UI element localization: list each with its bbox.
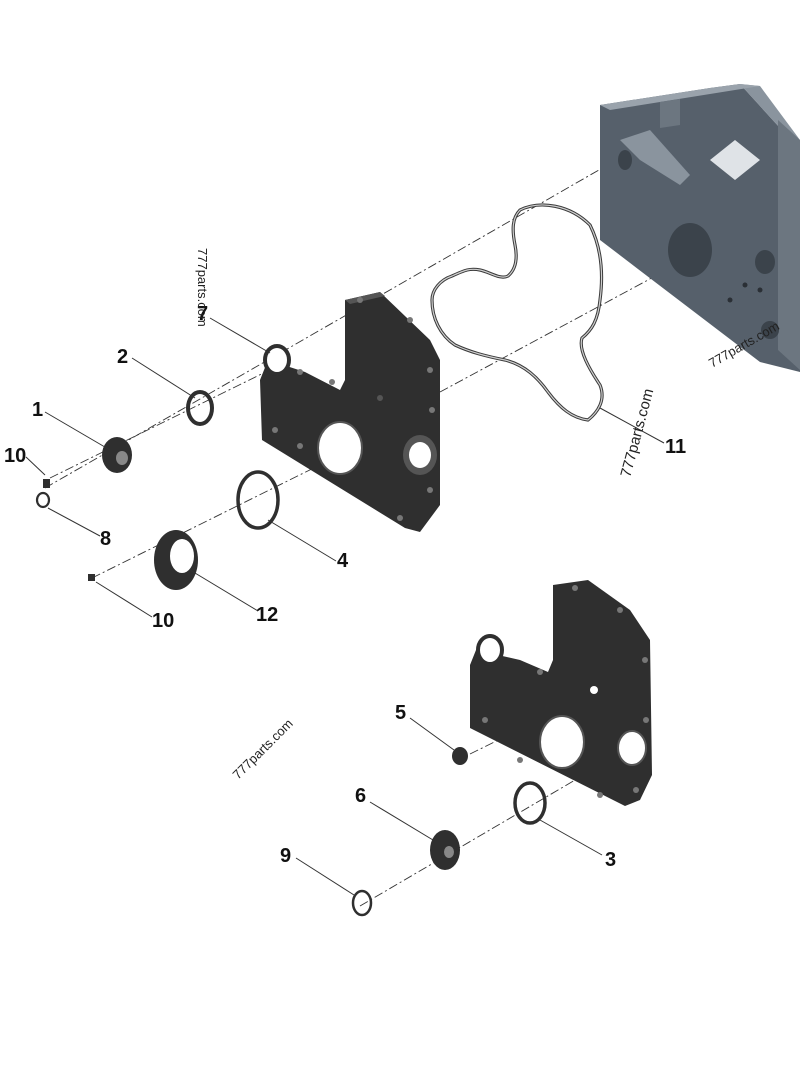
- part-8-oring: [35, 491, 51, 509]
- part-5-plug: [452, 747, 468, 765]
- part-4-ring: [236, 470, 280, 530]
- part-9-oring: [351, 889, 373, 917]
- part-10-bolt-lower: [88, 574, 95, 581]
- part-2-ring: [186, 390, 214, 426]
- front-cover-plate-lower: [470, 580, 652, 806]
- callout-10-lower: 10: [152, 610, 174, 632]
- callout-7: 7: [197, 303, 208, 325]
- leader-lines: [25, 317, 665, 896]
- part-1-flange: [102, 437, 132, 473]
- part-3-ring: [513, 781, 547, 825]
- callout-2: 2: [117, 346, 128, 368]
- seal-7: [263, 344, 291, 376]
- gasket-11: [430, 203, 604, 422]
- part-12-seal: [154, 530, 198, 590]
- watermark-text-1: 777parts.com: [195, 248, 210, 327]
- watermark-text-4: 777parts.com: [230, 716, 296, 782]
- callout-6: 6: [355, 785, 366, 807]
- part-10-bolt-upper: [43, 479, 50, 488]
- callout-8: 8: [100, 528, 111, 550]
- callout-9: 9: [280, 845, 291, 867]
- watermark-text-3: 777parts.com: [617, 387, 657, 479]
- callout-5: 5: [395, 702, 406, 724]
- callout-12: 12: [256, 604, 278, 626]
- gear-housing: [600, 84, 800, 372]
- callout-3: 3: [605, 849, 616, 871]
- callout-11: 11: [665, 436, 686, 458]
- callout-numbers: 1 2 7 10 8 12 10 4 11 5 6 3 9: [4, 303, 686, 871]
- front-cover-plate-upper: [260, 292, 440, 532]
- callout-10-upper: 10: [4, 445, 26, 467]
- part-6-flange: [430, 830, 460, 870]
- callout-4: 4: [337, 550, 349, 572]
- callout-1: 1: [32, 399, 43, 421]
